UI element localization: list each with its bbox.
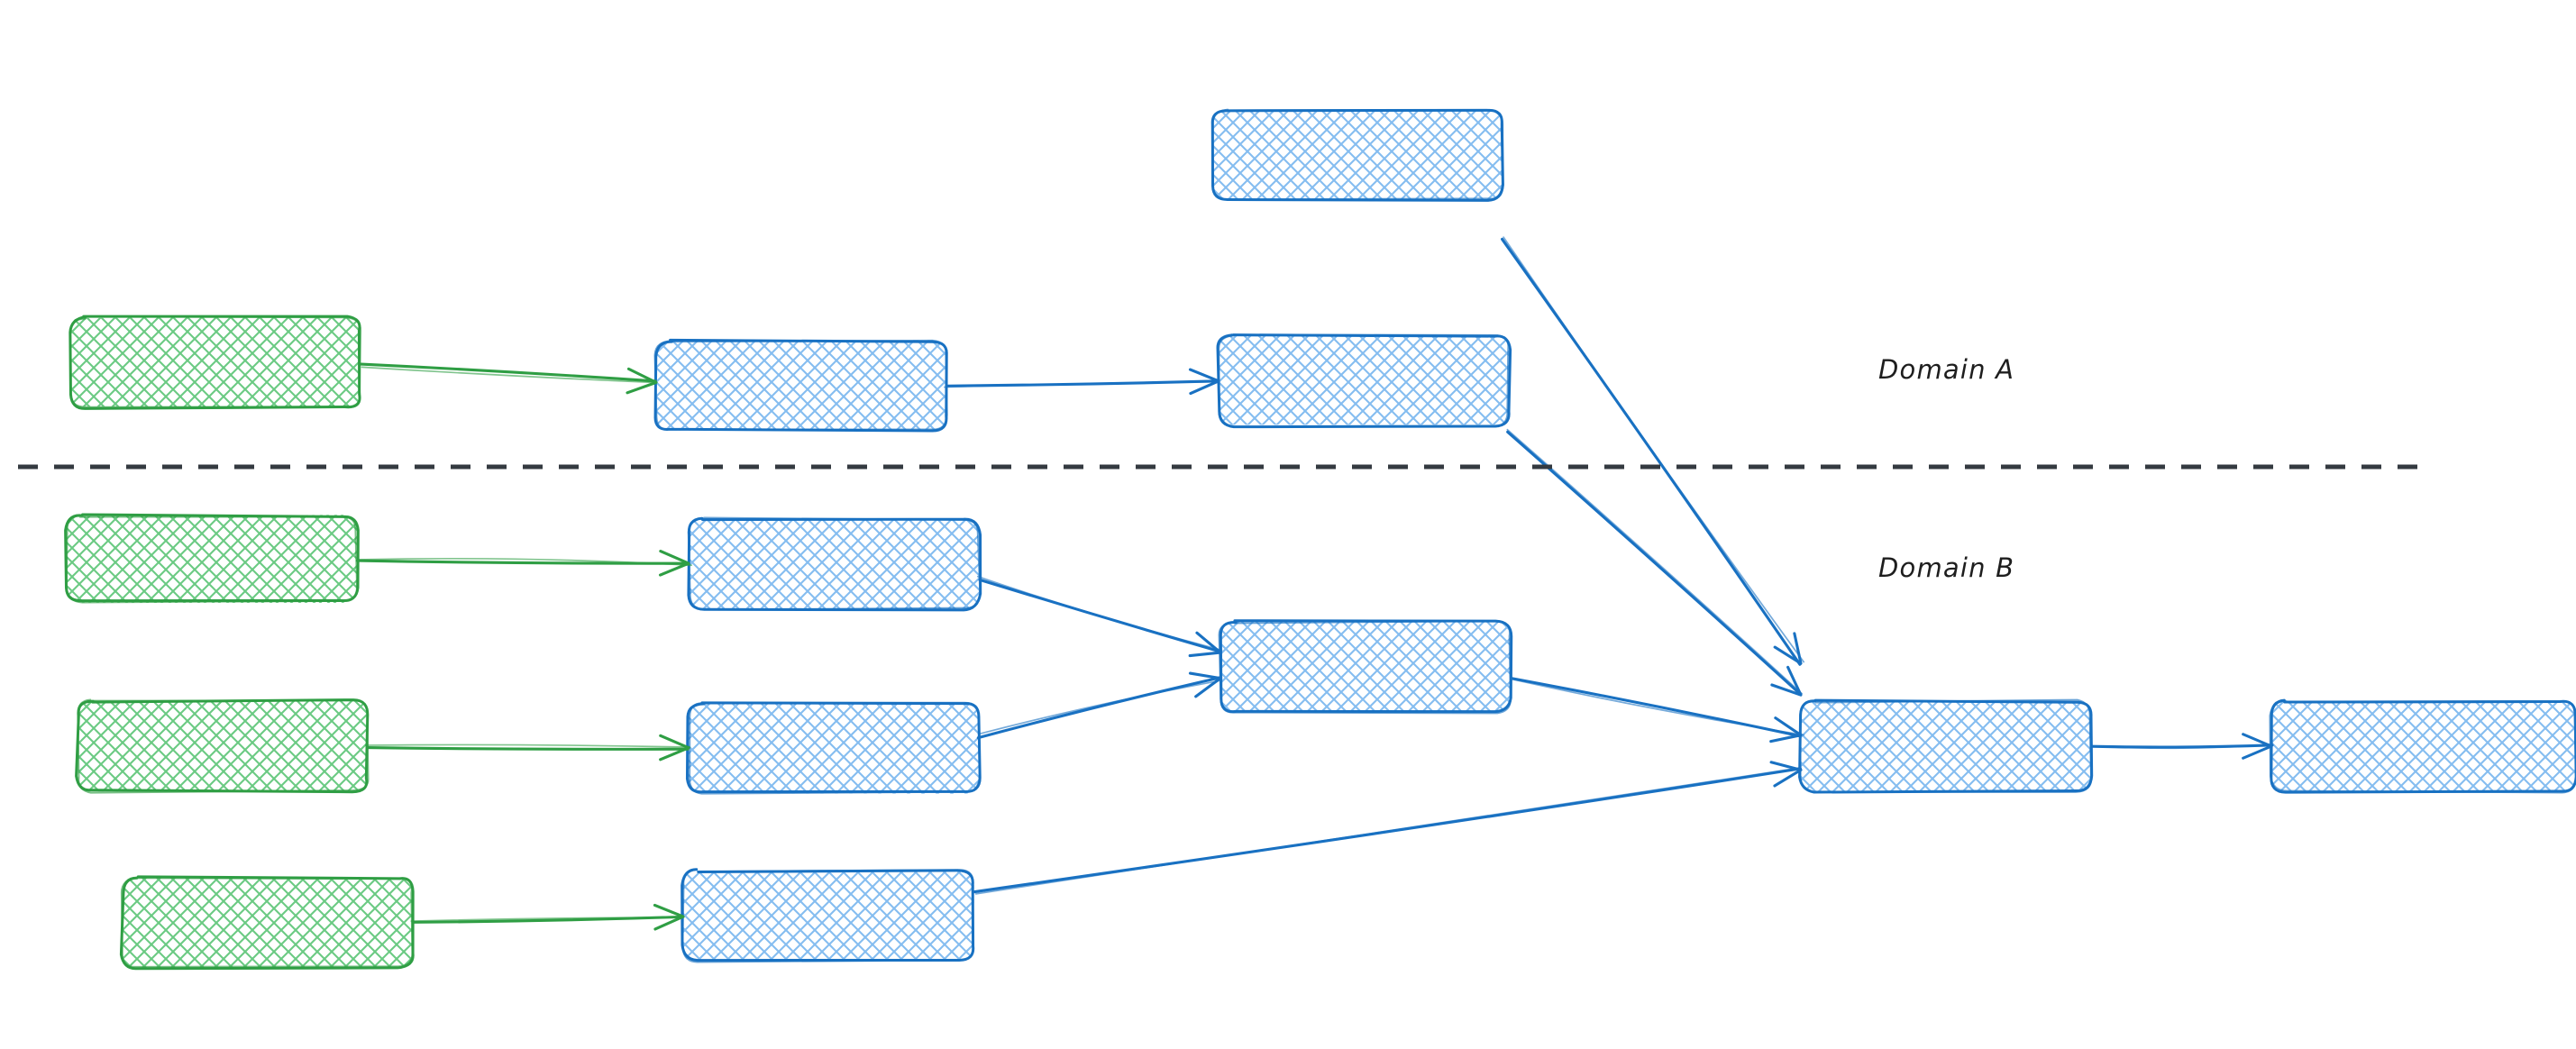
- edge-arrowhead: [1188, 368, 1220, 396]
- edge-line: [365, 746, 690, 751]
- node-outline: [1218, 333, 1510, 428]
- node-outline: [653, 339, 948, 431]
- node-a-top-blue[interactable]: [1210, 108, 1504, 202]
- edge-line: [410, 916, 685, 922]
- edge-x-e2: [1506, 428, 1804, 697]
- edge-arrowhead: [626, 367, 658, 395]
- node-fill: [69, 316, 361, 407]
- node-outline: [681, 868, 974, 963]
- node-a-mid-blue[interactable]: [653, 338, 948, 433]
- edge-arrowhead: [1188, 631, 1222, 658]
- node-outline: [687, 516, 982, 611]
- edge-line: [1501, 237, 1802, 666]
- edge-line: [1506, 430, 1802, 696]
- edge-arrowhead: [1188, 671, 1222, 698]
- edge-arrowhead: [1770, 665, 1803, 697]
- edge-b-e5: [976, 671, 1222, 740]
- edge-arrowhead: [1769, 761, 1803, 788]
- edges-layer: [355, 236, 2274, 931]
- node-b-blue-2[interactable]: [685, 701, 982, 795]
- node-hit-b-final[interactable]: [2271, 701, 2576, 791]
- node-fill: [66, 515, 358, 603]
- node-hit-b-green-1[interactable]: [67, 515, 357, 602]
- node-outline: [69, 315, 362, 408]
- node-outline: [77, 698, 370, 794]
- node-fill: [123, 877, 413, 969]
- node-fill: [688, 702, 980, 794]
- edge-b-e4: [976, 575, 1223, 658]
- edge-line: [1503, 236, 1805, 663]
- node-hit-b-merge-mid[interactable]: [1220, 622, 1511, 712]
- node-hit-b-green-2[interactable]: [78, 701, 368, 791]
- edge-line: [1511, 678, 1804, 736]
- node-outline: [65, 515, 359, 604]
- node-hit-a-mid-blue[interactable]: [656, 341, 946, 431]
- edge-line: [978, 680, 1219, 735]
- node-fill: [656, 340, 946, 431]
- edge-line: [361, 366, 654, 384]
- domain-b-label: Domain B: [1878, 552, 2015, 583]
- edge-line: [360, 362, 657, 383]
- node-fill: [1211, 109, 1503, 201]
- node-b-green-2[interactable]: [75, 698, 370, 794]
- domain-a-label: Domain A: [1878, 354, 2015, 385]
- node-hit-a-top-blue[interactable]: [1212, 110, 1503, 200]
- node-outline: [2269, 700, 2576, 794]
- node-a-src-green[interactable]: [69, 315, 362, 410]
- node-b-blue-1[interactable]: [687, 516, 982, 612]
- edge-b-e1: [355, 550, 693, 577]
- edge-arrowhead: [1773, 632, 1803, 665]
- node-hit-b-blue-2[interactable]: [689, 703, 979, 793]
- edge-line: [974, 767, 1802, 895]
- edge-line: [976, 575, 1223, 652]
- node-outline: [1218, 620, 1512, 715]
- edge-arrowhead: [658, 550, 690, 577]
- edge-line: [364, 743, 691, 748]
- node-hit-a-end-blue[interactable]: [1219, 335, 1509, 425]
- node-a-end-blue[interactable]: [1216, 333, 1512, 429]
- node-outline: [120, 876, 414, 968]
- edge-arrowhead: [659, 734, 690, 762]
- edge-a-e2: [944, 368, 1220, 396]
- edge-b-e6: [1510, 677, 1804, 743]
- edge-b-e2: [364, 734, 691, 762]
- node-hit-b-green-3[interactable]: [123, 878, 413, 968]
- node-b-blue-3[interactable]: [681, 868, 975, 963]
- edge-x-e1: [1501, 236, 1805, 666]
- node-fill: [1219, 621, 1511, 713]
- node-outline: [1211, 108, 1504, 201]
- edge-line: [944, 380, 1218, 388]
- node-fill: [2270, 700, 2576, 791]
- node-fill: [78, 700, 369, 792]
- edge-line: [2092, 743, 2270, 750]
- node-fill: [1800, 700, 2092, 792]
- node-b-merge-mid[interactable]: [1218, 619, 1513, 715]
- edge-line: [358, 557, 693, 567]
- nodes-layer: [64, 108, 2576, 971]
- node-hit-b-blue-1[interactable]: [689, 519, 979, 609]
- node-outline: [689, 701, 981, 795]
- edge-b-e8: [2089, 733, 2274, 760]
- node-outline: [1799, 698, 2093, 793]
- node-hit-b-blue-3[interactable]: [683, 871, 973, 961]
- edge-arrowhead: [1769, 716, 1803, 743]
- edge-arrowhead: [2242, 733, 2273, 760]
- edge-a-e1: [360, 362, 658, 395]
- edge-b-e3: [410, 903, 685, 931]
- node-b-green-1[interactable]: [64, 513, 360, 604]
- node-fill: [688, 518, 980, 610]
- node-hit-a-src-green[interactable]: [70, 317, 361, 407]
- node-fill: [1218, 334, 1510, 425]
- edge-line: [972, 767, 1803, 894]
- node-b-merge[interactable]: [1798, 698, 2094, 794]
- node-b-final[interactable]: [2269, 698, 2576, 794]
- edge-b-e7: [972, 761, 1803, 895]
- edge-arrowhead: [653, 903, 685, 931]
- node-fill: [682, 870, 974, 962]
- node-hit-b-merge[interactable]: [1801, 701, 2091, 791]
- node-b-green-3[interactable]: [119, 875, 415, 971]
- edge-line: [976, 676, 1221, 740]
